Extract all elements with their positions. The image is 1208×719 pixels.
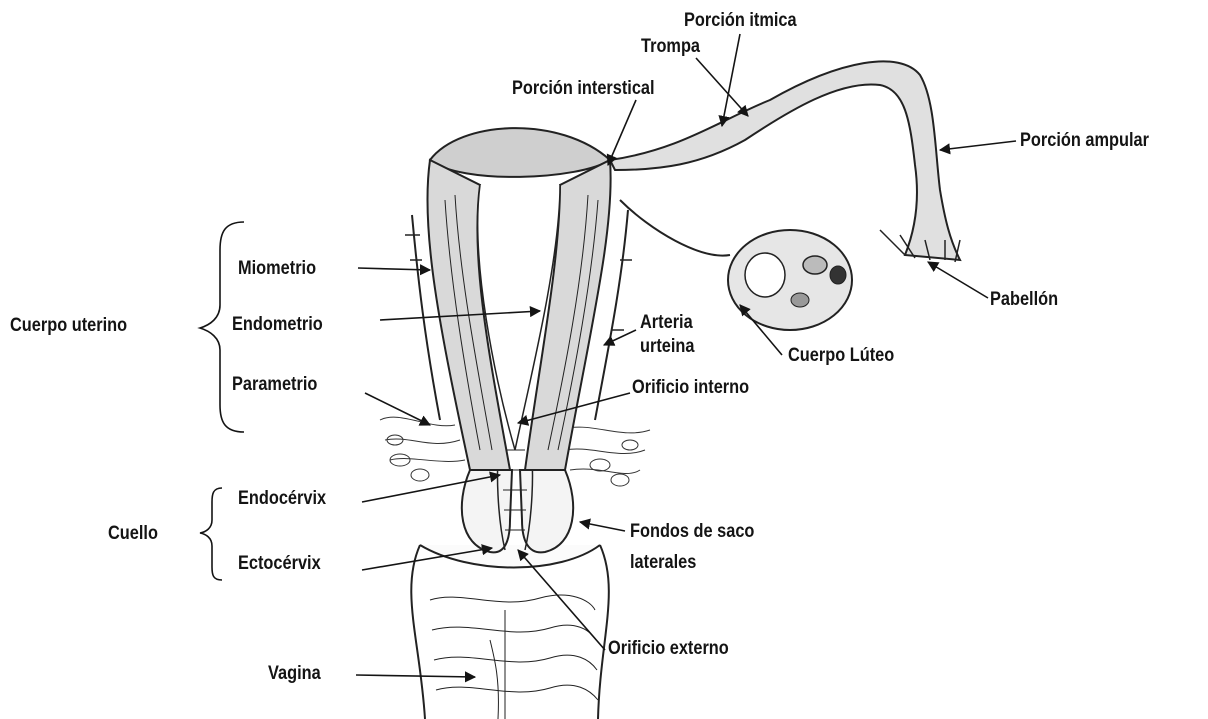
label-porcion-itmica: Porción itmica bbox=[684, 10, 797, 32]
leader-pabellon bbox=[928, 262, 988, 298]
label-porcion-ampular: Porción ampular bbox=[1020, 130, 1149, 152]
label-cuerpo-luteo: Cuerpo Lúteo bbox=[788, 345, 894, 367]
label-cuello: Cuello bbox=[108, 523, 158, 545]
label-pabellon: Pabellón bbox=[990, 289, 1058, 311]
label-orificio-externo: Orificio externo bbox=[608, 638, 729, 660]
label-miometrio: Miometrio bbox=[238, 258, 316, 280]
label-cuerpo-uterino: Cuerpo uterino bbox=[10, 315, 127, 337]
label-trompa: Trompa bbox=[641, 36, 700, 58]
label-endometrio: Endometrio bbox=[232, 314, 323, 336]
leader-vagina bbox=[356, 675, 475, 677]
label-fondos-line2: laterales bbox=[630, 551, 696, 574]
leader-trompa bbox=[696, 58, 748, 116]
brace-cuello bbox=[200, 488, 222, 580]
uterus-body bbox=[427, 128, 610, 470]
leader-porcion-itmica bbox=[722, 34, 740, 126]
label-vagina: Vagina bbox=[268, 663, 321, 685]
label-fondos-line1: Fondos de saco bbox=[630, 520, 754, 543]
label-orificio-interno: Orificio interno bbox=[632, 377, 749, 399]
leader-miometrio bbox=[358, 268, 430, 270]
vagina-shape bbox=[411, 545, 609, 719]
label-parametrio: Parametrio bbox=[232, 374, 317, 396]
label-ectocervix: Ectocérvix bbox=[238, 553, 321, 575]
label-arteria-line2: urteina bbox=[640, 335, 694, 358]
label-endocervix: Endocérvix bbox=[238, 488, 326, 510]
leader-parametrio bbox=[365, 393, 430, 425]
leader-arteria bbox=[604, 330, 636, 345]
label-porcion-interstical: Porción interstical bbox=[512, 78, 655, 100]
leader-porcion-ampular bbox=[940, 141, 1016, 150]
label-arteria-line1: Arteria bbox=[640, 311, 693, 334]
leader-fondos bbox=[580, 522, 625, 531]
